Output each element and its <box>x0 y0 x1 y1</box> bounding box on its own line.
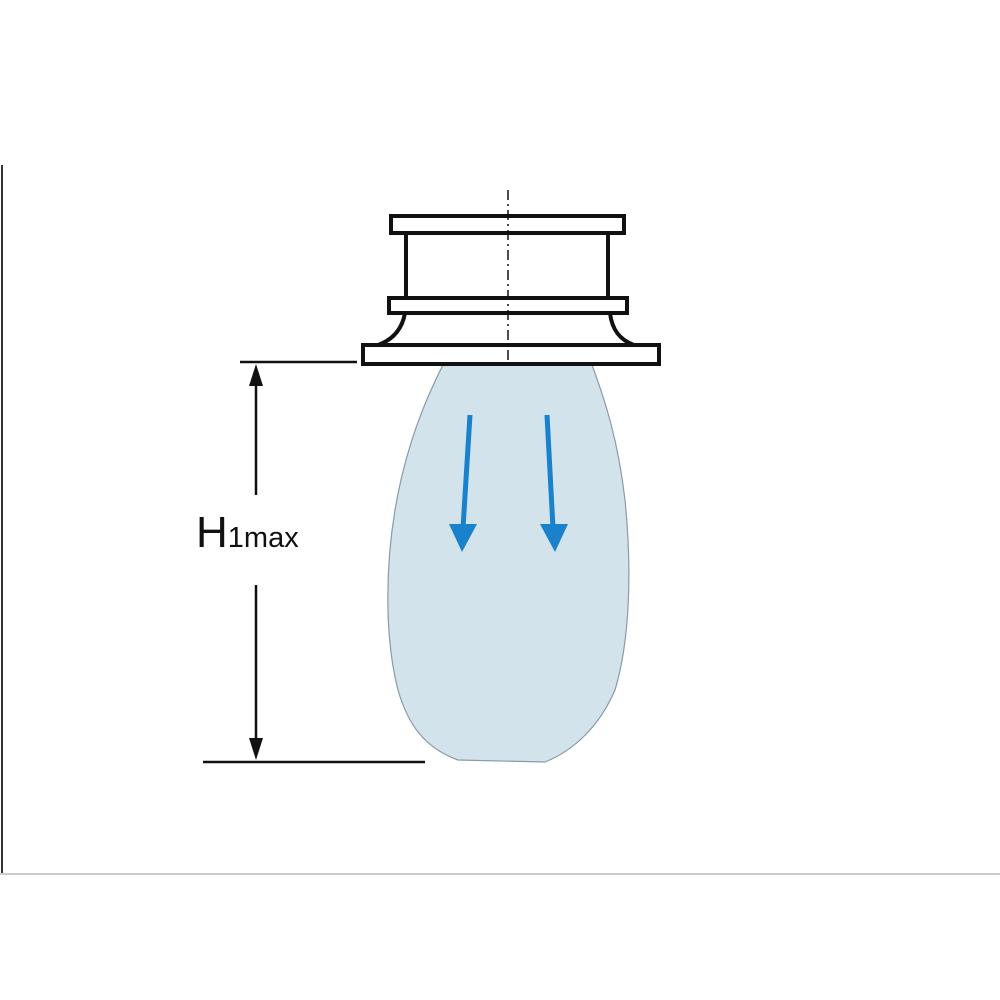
flow-arrow-down-icon <box>449 414 477 552</box>
dimension-label-subscript: 1max <box>227 522 299 554</box>
flow-arrow-down-icon <box>540 414 568 552</box>
dimension-label-main: H <box>196 508 228 557</box>
dimension-label: H1max <box>196 508 299 558</box>
discharge-plume <box>387 364 630 763</box>
nozzle-fitting <box>361 214 661 366</box>
dimension-h1max <box>203 360 425 764</box>
